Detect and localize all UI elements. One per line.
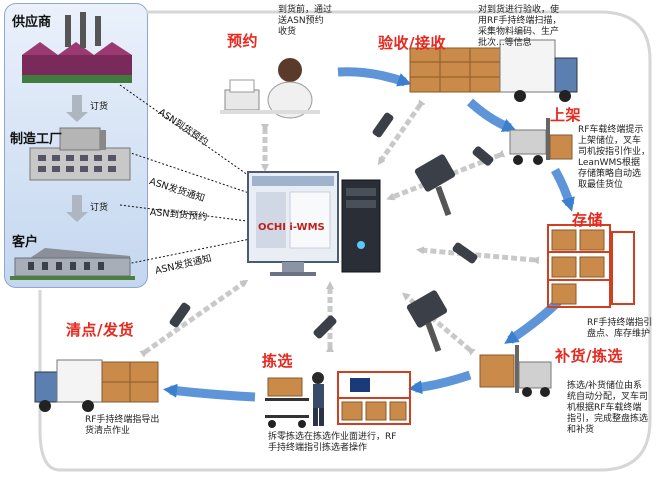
- asn-arrow-4: [121, 237, 256, 268]
- rf-handheld-icon: [372, 112, 394, 138]
- stage-title-shipping: 清点/发货: [66, 321, 134, 339]
- process-loop-line: [38, 10, 652, 472]
- note-reservation: 到货前，通过 送ASN预约 收货: [278, 5, 333, 37]
- flow-arrow-receiving-putaway: [466, 98, 517, 133]
- manufacturer-label: 制造工厂: [10, 132, 63, 147]
- asn-arrow-2: [121, 148, 256, 196]
- truck-icon: [34, 359, 159, 412]
- truck-icon: [409, 39, 578, 102]
- flow-arrow-putaway-storage: [551, 167, 575, 212]
- warehouse-icon: [10, 248, 135, 280]
- flow-arrow-reservation-receiving: [337, 67, 412, 87]
- rf-handheld-icon: [452, 242, 478, 264]
- chain-arrow-1: [66, 95, 88, 122]
- operator-icon: [220, 58, 320, 119]
- system-name: OCHI i-WMS: [258, 222, 325, 233]
- supplier-label: 供应商: [12, 15, 52, 30]
- note-replenish: 拣选/补货储位由系 统自动分配，叉车司 机根据RF车载终端 指引，完成整盘拣选 …: [567, 381, 649, 435]
- rf-handheld-icon: [472, 146, 494, 166]
- flow-arrow-picking-shipping: [163, 383, 256, 402]
- stage-title-storage: 存储: [572, 211, 604, 229]
- forklift-icon: [479, 345, 552, 397]
- shelf-icon: [547, 224, 635, 308]
- rf-vehicle-terminal-icon: [414, 154, 456, 217]
- shelf-icon: [337, 371, 411, 425]
- link-shipping: [139, 279, 249, 358]
- cart-icon: [265, 377, 309, 428]
- server-icon: [247, 171, 381, 276]
- note-picking: 拆零拣选在拣选作业面进行，RF 手持终端指引拣选者操作: [268, 432, 397, 453]
- link-replenish: [401, 292, 476, 356]
- note-putaway: RF车载终端提示 上架储位，叉车 司机按指引作业， LeanWMS根据 存储策略…: [578, 125, 651, 190]
- order-label-2: 订货: [90, 203, 109, 213]
- stage-title-receiving: 验收/接收: [378, 34, 446, 52]
- stage-title-replenish: 补货/拣选: [555, 347, 623, 365]
- flow-arrow-replenish-picking: [408, 370, 472, 395]
- stage-title-reservation: 预约: [227, 32, 259, 50]
- note-receiving: 对到货进行验收，使 用RF手持终端扫描， 采集物料编码、生产 批次...等信息: [478, 5, 562, 48]
- asn-arrow-3: [119, 204, 256, 225]
- stage-title-putaway: 上架: [550, 106, 582, 124]
- rf-handheld-icon: [169, 302, 191, 328]
- asn-arrow-1: [119, 84, 256, 181]
- picker-icon: [312, 372, 324, 426]
- stage-title-picking: 拣选: [262, 352, 294, 370]
- note-shipping: RF手持终端指导出 货清点作业: [85, 415, 160, 436]
- order-label-1: 订货: [90, 102, 109, 112]
- forklift-icon: [509, 118, 573, 165]
- customer-label: 客户: [12, 235, 39, 250]
- factory-icon: [29, 127, 131, 181]
- rf-handheld-icon: [313, 315, 337, 339]
- factory-icon: [22, 12, 132, 83]
- chain-arrow-2: [66, 195, 88, 222]
- link-storage: [416, 246, 540, 265]
- rf-vehicle-terminal-icon: [406, 290, 448, 353]
- note-storage: RF手持终端指引 盘点、库存维护: [587, 318, 653, 339]
